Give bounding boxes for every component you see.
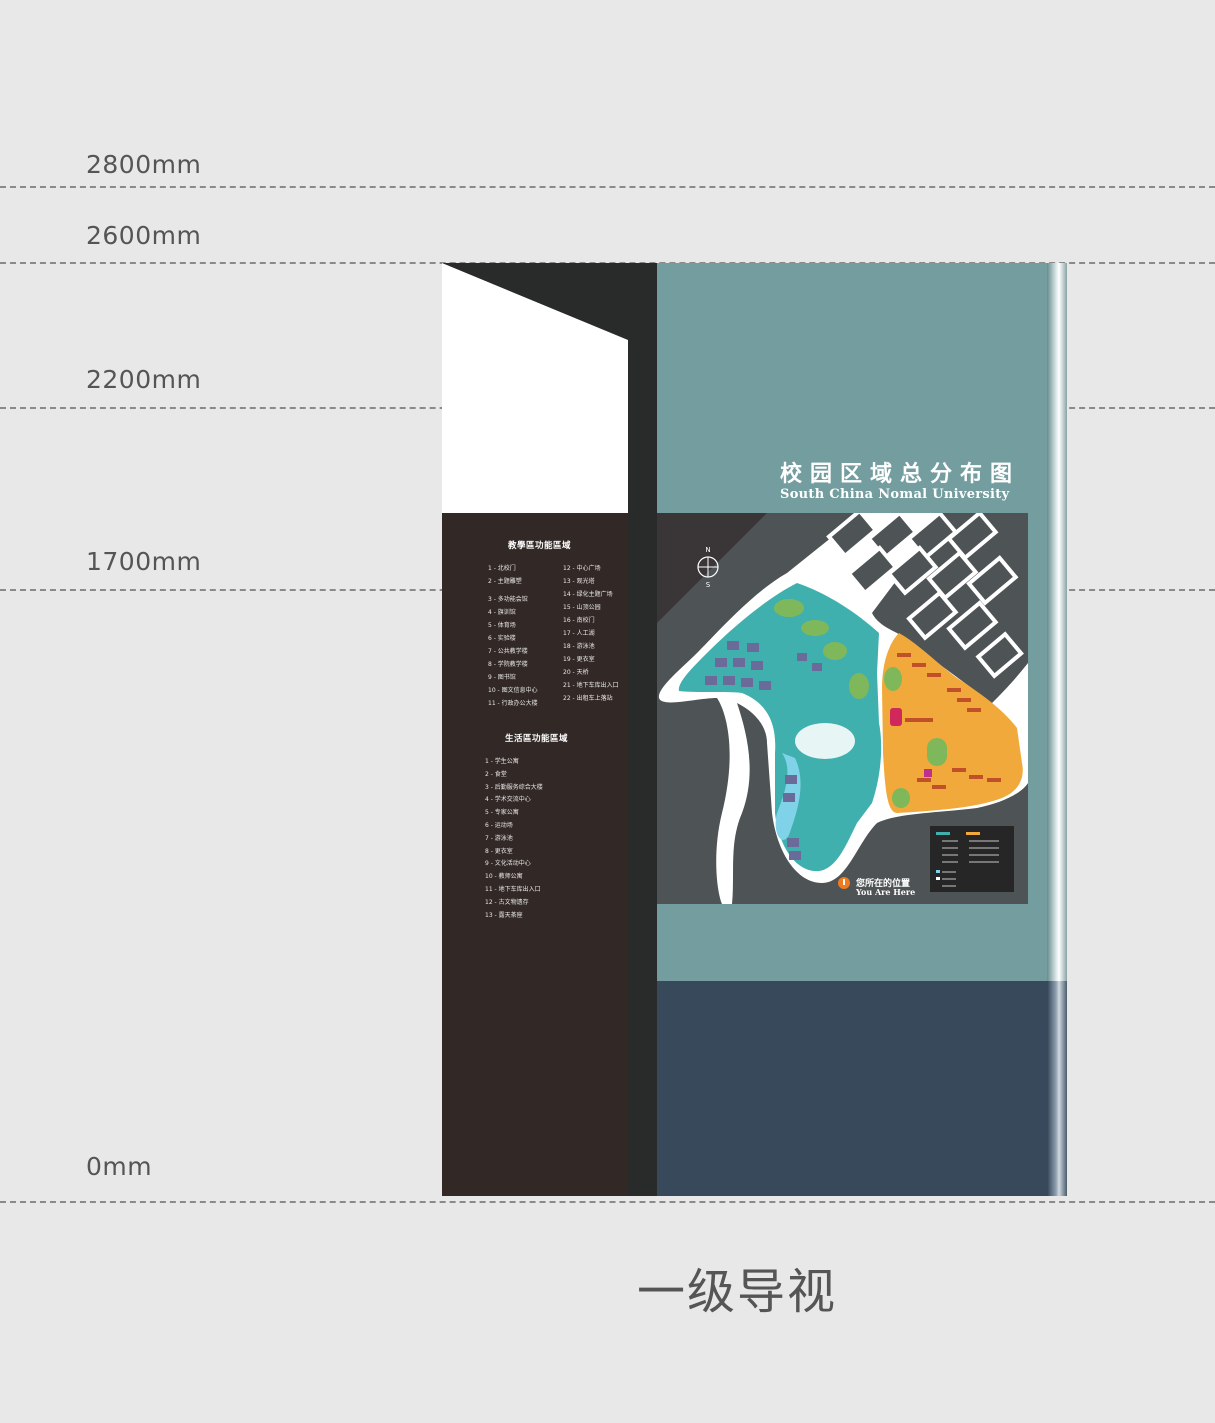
compass-n: N bbox=[705, 546, 710, 554]
sign-side-edge bbox=[1047, 263, 1067, 1196]
directory-item: 10 - 教师公寓 bbox=[485, 873, 523, 881]
directory-item: 11 - 地下车库出入口 bbox=[485, 886, 541, 893]
caption: 一级导视 bbox=[637, 1264, 838, 1320]
directory-item: 7 - 公共教学楼 bbox=[488, 648, 528, 655]
directory-item: 4 - 旗训馆 bbox=[488, 609, 516, 616]
sign-divider-strip bbox=[628, 263, 658, 1196]
directory-item: 6 - 运动场 bbox=[485, 822, 513, 829]
compass-s: S bbox=[706, 581, 711, 589]
directory-item: 13 - 观光塔 bbox=[563, 578, 595, 585]
directory-item: 3 - 后勤服务综合大楼 bbox=[485, 783, 543, 791]
directory-item: 6 - 实验楼 bbox=[488, 635, 516, 642]
sign-left-panel bbox=[442, 513, 630, 1196]
directory-item: 2 - 食堂 bbox=[485, 770, 507, 778]
directory-item: 5 - 体育场 bbox=[488, 622, 516, 629]
directory-item: 12 - 中心广场 bbox=[563, 565, 601, 572]
directory-item: 20 - 天桥 bbox=[563, 669, 589, 676]
sign-side-edge-base bbox=[1047, 981, 1067, 1196]
directory-item: 17 - 人工湖 bbox=[563, 630, 595, 637]
dimension-label: 1700mm bbox=[86, 547, 202, 576]
directory-item: 9 - 文化活动中心 bbox=[485, 860, 531, 868]
you-are-here-cn: 您所在的位置 bbox=[856, 879, 911, 889]
directory-item: 11 - 行政办公大楼 bbox=[488, 700, 538, 707]
dimension-line bbox=[0, 1201, 1215, 1203]
directory-item: 1 - 北校门 bbox=[488, 565, 516, 572]
directory-item: 8 - 学院教学楼 bbox=[488, 661, 528, 668]
directory-item: 12 - 古文物遗存 bbox=[485, 898, 529, 906]
dimension-line bbox=[0, 186, 1215, 188]
directory-item: 18 - 游泳池 bbox=[563, 643, 595, 650]
dimension-label: 0mm bbox=[86, 1152, 153, 1181]
directory-item: 19 - 更衣室 bbox=[563, 656, 595, 663]
directory-item: 21 - 地下车库出入口 bbox=[563, 682, 619, 689]
directory-item: 3 - 多功能会馆 bbox=[488, 596, 528, 603]
directory-item: 14 - 绿化主题广场 bbox=[563, 591, 613, 598]
dimension-label: 2600mm bbox=[86, 221, 202, 250]
directory-item: 15 - 山顶公园 bbox=[563, 604, 601, 611]
directory-item: 10 - 图文信息中心 bbox=[488, 687, 538, 694]
directory-item: 2 - 主题雕塑 bbox=[488, 578, 522, 585]
teaching-zone-title: 教學區功能區域 bbox=[508, 541, 572, 551]
compass-icon bbox=[697, 556, 719, 578]
campus-map: N S bbox=[657, 513, 1028, 904]
directory-item: 5 - 专家公寓 bbox=[485, 809, 519, 817]
directory-item: 9 - 图书馆 bbox=[488, 674, 516, 681]
map-title-en: South China Nomal University bbox=[780, 487, 1010, 502]
directory-item: 16 - 南校门 bbox=[563, 617, 595, 624]
sign-top-left-cutout bbox=[442, 263, 658, 513]
directory-item: 4 - 学术交流中心 bbox=[485, 796, 531, 804]
you-are-here-en: You Are Here bbox=[856, 887, 916, 897]
map-title-cn: 校园区域总分布图 bbox=[780, 462, 1021, 487]
life-zone-title: 生活區功能區域 bbox=[505, 734, 569, 744]
directory-item: 1 - 学生公寓 bbox=[485, 758, 519, 765]
dimension-label: 2200mm bbox=[86, 365, 202, 394]
dimension-label: 2800mm bbox=[86, 150, 202, 179]
directory-item: 22 - 出租车上落站 bbox=[563, 695, 613, 702]
directory-item: 7 - 游泳池 bbox=[485, 834, 513, 842]
directory-item: 8 - 更衣室 bbox=[485, 847, 513, 855]
directory-item: 13 - 露天茶座 bbox=[485, 911, 523, 919]
location-pin-icon bbox=[838, 877, 850, 889]
sign-base-panel bbox=[657, 981, 1067, 1196]
